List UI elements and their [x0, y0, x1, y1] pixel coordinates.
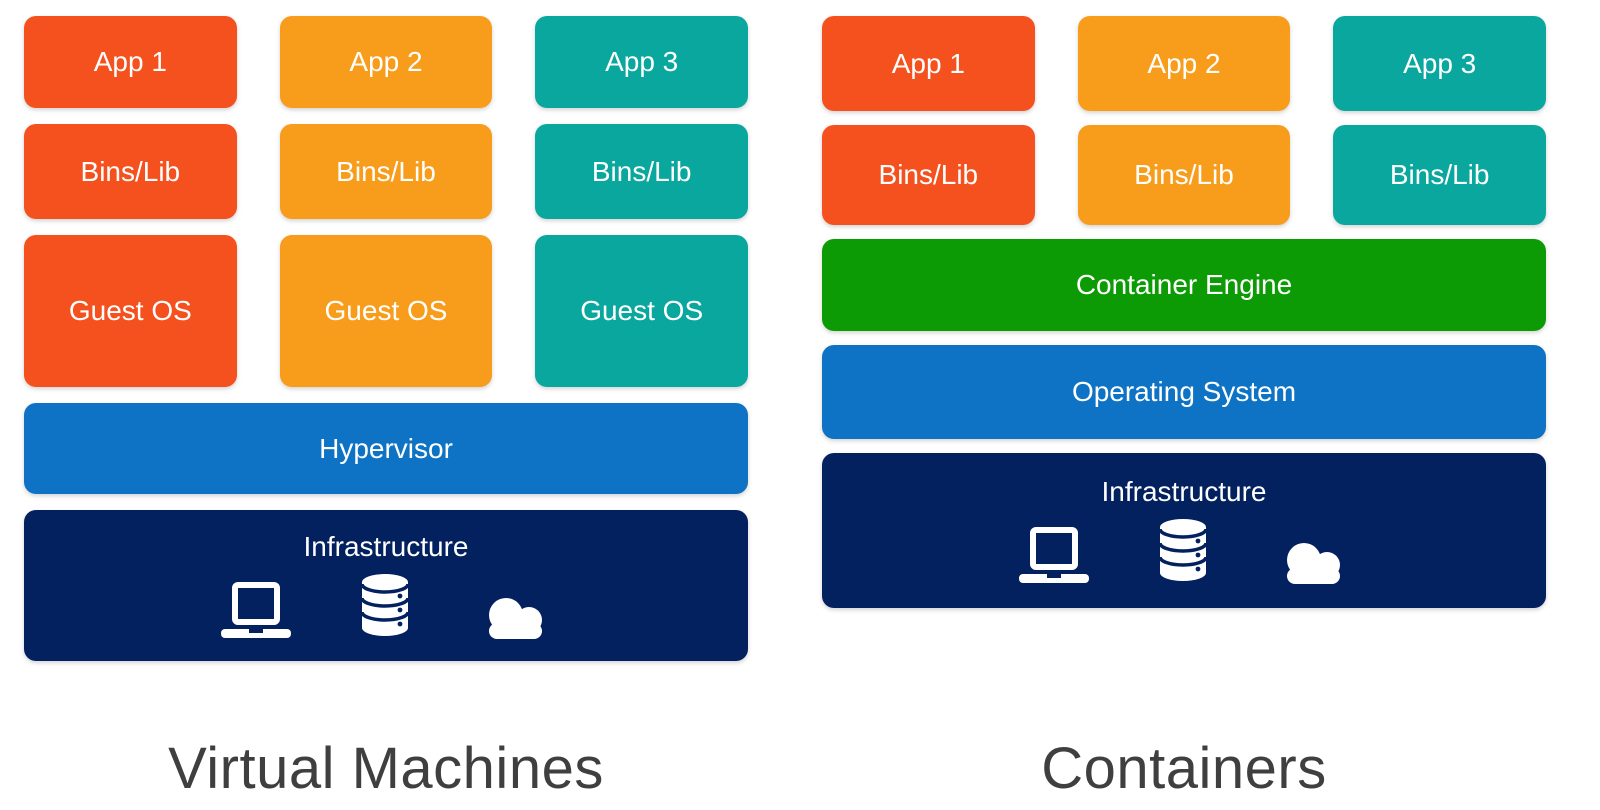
ct-bins1-box: Bins/Lib — [822, 125, 1035, 225]
vm-guestos2-box: Guest OS — [279, 235, 493, 387]
vm-app3-box: App 3 — [535, 16, 748, 108]
vm-bins1-box: Bins/Lib — [24, 124, 237, 219]
containers-panel: App 1 App 2 App 3 Bins/Lib Bins/Lib Bins… — [822, 16, 1546, 608]
operating-system-bar: Operating System — [822, 345, 1546, 439]
vm-guestos3-box: Guest OS — [535, 235, 748, 387]
cloud-icon — [1287, 542, 1340, 584]
cloud-icon — [489, 597, 542, 639]
container-engine-bar: Container Engine — [822, 239, 1546, 331]
ct-app3-box: App 3 — [1333, 16, 1546, 111]
vm-infrastructure-label: Infrastructure — [303, 530, 469, 562]
ct-infrastructure-label: Infrastructure — [1101, 475, 1267, 507]
vm-app1-box: App 1 — [24, 16, 237, 108]
vm-bins3-box: Bins/Lib — [535, 124, 748, 219]
vm-guestos1-box: Guest OS — [24, 235, 237, 387]
vm-infrastructure-icons — [221, 571, 551, 639]
laptop-icon — [1019, 526, 1089, 583]
ct-bins2-box: Bins/Lib — [1077, 125, 1291, 225]
vm-panel: App 1 App 2 App 3 Bins/Lib Bins/Lib Bins… — [24, 16, 748, 661]
database-icon — [1158, 518, 1208, 581]
vm-app2-box: App 2 — [279, 16, 493, 108]
vm-grid: App 1 App 2 App 3 Bins/Lib Bins/Lib Bins… — [24, 16, 748, 661]
database-icon — [360, 573, 410, 636]
containers-title: Containers — [1041, 735, 1327, 801]
ct-infrastructure-bar: Infrastructure — [822, 453, 1546, 608]
vm-infrastructure-bar: Infrastructure — [24, 510, 748, 661]
laptop-icon — [221, 581, 291, 638]
ct-infrastructure-icons — [1019, 516, 1349, 584]
ct-bins3-box: Bins/Lib — [1333, 125, 1546, 225]
hypervisor-bar: Hypervisor — [24, 403, 748, 494]
ct-app1-box: App 1 — [822, 16, 1035, 111]
vm-title: Virtual Machines — [168, 735, 604, 801]
containers-grid: App 1 App 2 App 3 Bins/Lib Bins/Lib Bins… — [822, 16, 1546, 608]
vm-bins2-box: Bins/Lib — [279, 124, 493, 219]
ct-app2-box: App 2 — [1077, 16, 1291, 111]
